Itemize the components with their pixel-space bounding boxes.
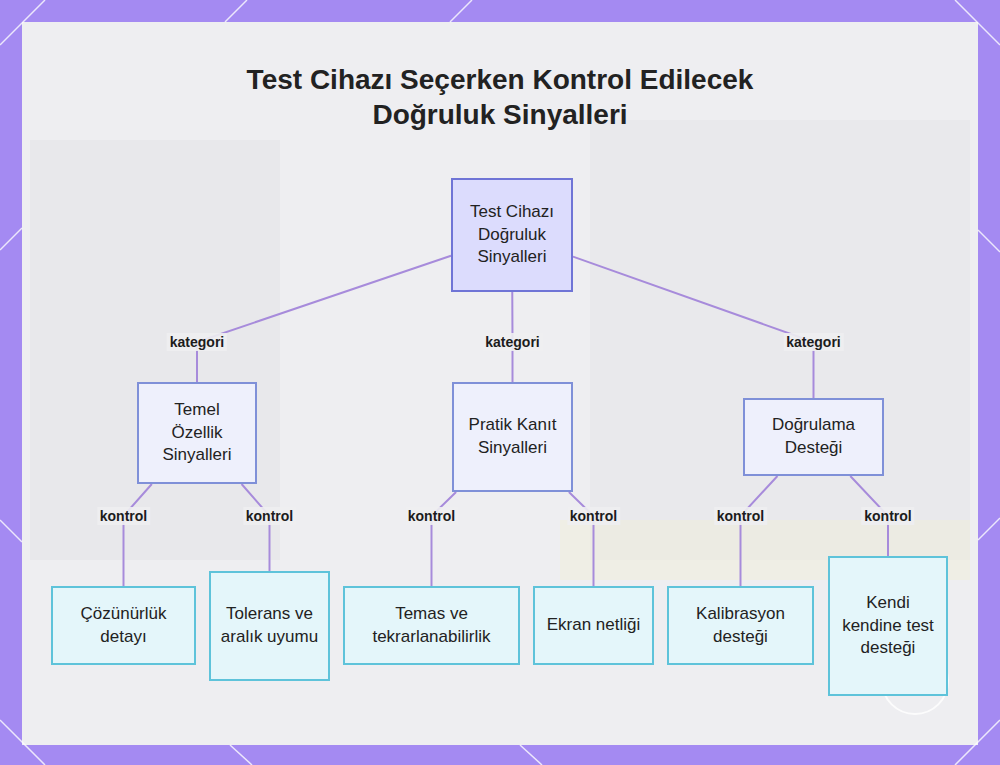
node-text: Pratik Kanıt Sinyalleri	[462, 414, 563, 460]
edge-label: kontrol	[243, 507, 296, 525]
faded-photo-area	[30, 140, 280, 560]
check-box: Temas ve tekrarlanabilirlik	[343, 586, 520, 665]
node-text: Ekran netliği	[547, 614, 641, 637]
node-text: Çözünürlük detayı	[61, 603, 186, 649]
diagram-title: Test Cihazı Seçerken Kontrol Edilecek Do…	[240, 62, 760, 133]
node-text: Temel Özellik Sinyalleri	[147, 399, 247, 468]
inner-panel	[22, 22, 978, 745]
edge-label: kontrol	[97, 507, 150, 525]
node-text: Test Cihazı Doğruluk Sinyalleri	[461, 201, 563, 270]
connector-line	[573, 257, 814, 398]
node-text: Temas ve tekrarlanabilirlik	[353, 603, 510, 649]
faded-photo-area	[590, 120, 970, 560]
node-text: Kendi kendine test desteği	[838, 592, 938, 661]
edge-label: kategori	[167, 333, 227, 351]
category-box: Doğrulama Desteği	[743, 398, 884, 476]
connector-line	[197, 256, 451, 382]
edge-label: kontrol	[861, 507, 914, 525]
edge-label: kategori	[783, 333, 843, 351]
root-box: Test Cihazı Doğruluk Sinyalleri	[451, 178, 573, 292]
check-box: Çözünürlük detayı	[51, 586, 196, 665]
node-text: Tolerans ve aralık uyumu	[219, 603, 320, 649]
edge-label: kontrol	[405, 507, 458, 525]
edge-label: kontrol	[714, 507, 767, 525]
check-box: Kendi kendine test desteği	[828, 556, 948, 696]
category-box: Temel Özellik Sinyalleri	[137, 382, 257, 484]
node-text: Doğrulama Desteği	[753, 414, 874, 460]
connector-line	[242, 484, 270, 571]
connector-line	[741, 476, 778, 586]
check-box: Tolerans ve aralık uyumu	[209, 571, 330, 681]
check-box: Ekran netliği	[533, 586, 654, 665]
edge-label: kategori	[482, 333, 542, 351]
edge-label: kontrol	[567, 507, 620, 525]
check-box: Kalibrasyon desteği	[667, 586, 814, 665]
category-box: Pratik Kanıt Sinyalleri	[452, 382, 573, 492]
connector-line	[124, 484, 152, 586]
node-text: Kalibrasyon desteği	[677, 603, 804, 649]
